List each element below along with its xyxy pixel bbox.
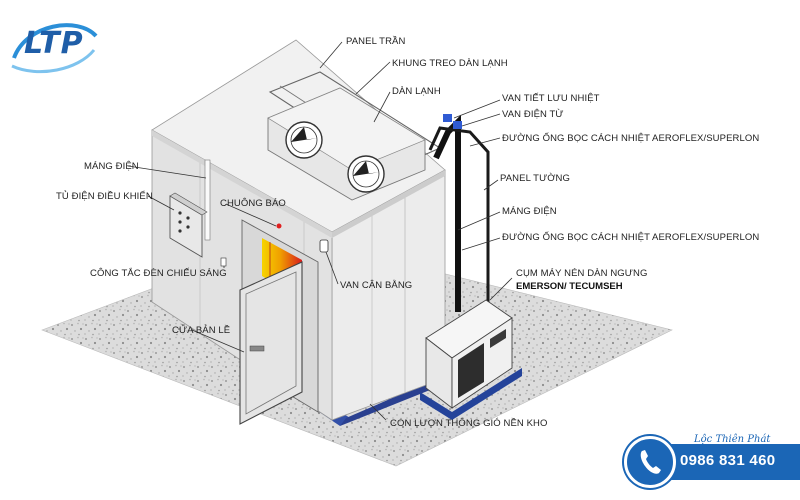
label-chuong-bao: CHUÔNG BÁO: [220, 198, 286, 209]
label-cua-ban-le: CỬA BẢN LỀ: [172, 324, 230, 336]
pressure-valve: [319, 239, 329, 253]
contact-phone[interactable]: 0986 831 460: [680, 452, 776, 469]
label-mang-dien-left: MÁNG ĐIỆN: [84, 161, 139, 172]
logo-text: LTP: [24, 26, 84, 61]
solenoid-valve-icon: [453, 121, 462, 129]
control-cabinet: [169, 192, 208, 258]
light-switch: [220, 257, 227, 267]
expansion-valve-icon: [443, 114, 452, 122]
fan-icon: [347, 155, 385, 193]
label-van-dien-tu: VAN ĐIỆN TỪ: [502, 109, 564, 120]
label-tu-dien: TỦ ĐIỆN ĐIỀU KHIỂN: [56, 190, 153, 202]
contact-badge: Lộc Thiên Phát 0986 831 460: [624, 432, 800, 488]
hinged-door: [239, 261, 303, 425]
alarm-bell-icon: [276, 223, 282, 229]
label-panel-tran: PANEL TRẦN: [346, 36, 405, 47]
label-cum-may-nen-brand: EMERSON/ TECUMSEH: [516, 281, 623, 292]
label-duong-ong-1: ĐƯỜNG ỐNG BỌC CÁCH NHIỆT AEROFLEX/SUPERL…: [502, 132, 759, 144]
fan-icon: [285, 121, 323, 159]
label-van-can-bang: VAN CÂN BẰNG: [340, 280, 412, 291]
label-khung-treo: KHUNG TREO DÀN LẠNH: [392, 58, 508, 69]
label-panel-tuong: PANEL TƯỜNG: [500, 173, 570, 184]
cable-tray-left: [204, 159, 211, 241]
contact-bar: [654, 444, 800, 480]
leader-lines: [127, 41, 513, 421]
label-mang-dien-right: MÁNG ĐIỆN: [502, 206, 557, 217]
label-dan-lanh: DÀN LẠNH: [392, 86, 441, 97]
label-cong-tac: CÔNG TẮC ĐÈN CHIẾU SÁNG: [90, 268, 227, 279]
contact-name: Lộc Thiên Phát: [694, 434, 771, 445]
brand-logo: LTP: [8, 14, 100, 80]
label-cum-may-nen: CỤM MÁY NÉN DÀN NGƯNG: [516, 268, 647, 279]
logo-swoosh-icon: [11, 23, 98, 74]
phone-icon: [624, 436, 676, 488]
door-handle-icon: [249, 345, 265, 352]
condensing-unit: [420, 299, 522, 420]
label-van-tiet-luu: VAN TIẾT LƯU NHIỆT: [502, 93, 600, 104]
ventilation-base-right: [340, 380, 440, 426]
label-con-luon: CON LƯƠN THÔNG GIÓ NỀN KHO: [390, 418, 548, 429]
label-duong-ong-2: ĐƯỜNG ỐNG BỌC CÁCH NHIỆT AEROFLEX/SUPERL…: [502, 231, 759, 243]
